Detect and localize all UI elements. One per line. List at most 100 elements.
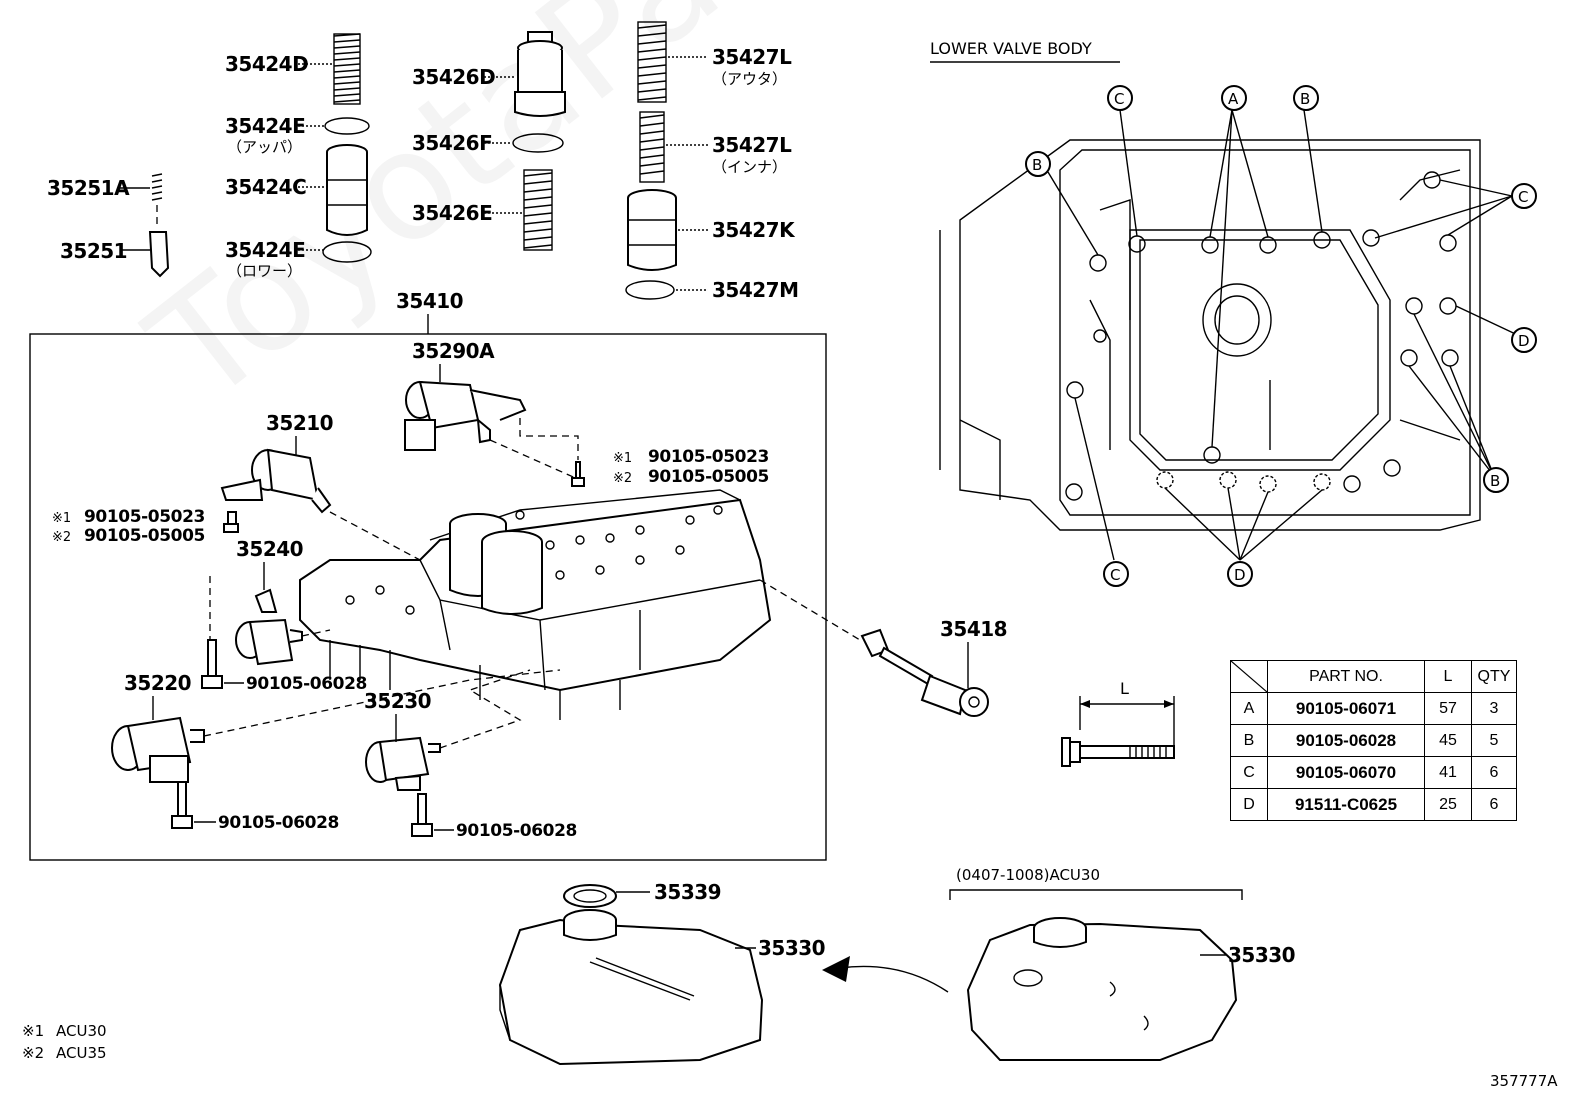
callout-C-bottom: C xyxy=(1103,561,1129,587)
svg-text:A: A xyxy=(1228,90,1239,108)
bolt-b1-number: 90105-05023 xyxy=(84,507,205,527)
drawing-number: 357777A xyxy=(1490,1072,1558,1090)
row-qty: 3 xyxy=(1471,692,1517,725)
callout-A-top: A xyxy=(1221,85,1247,111)
callout-B-left: B xyxy=(1025,151,1051,177)
replacement-arrow xyxy=(839,965,949,993)
bolt-c-number: 90105-06028 xyxy=(246,674,367,694)
solenoid-35210[interactable] xyxy=(220,448,332,514)
label-35251: 35251 xyxy=(60,239,127,263)
header-diagonal-cell xyxy=(1230,660,1268,693)
bolt-d[interactable] xyxy=(171,781,193,829)
spring-35427L-inner[interactable] xyxy=(639,111,665,183)
solenoid-35230[interactable] xyxy=(365,736,441,791)
label-35427L-inner: 35427L xyxy=(712,133,792,157)
label-35330-right: 35330 xyxy=(1228,943,1295,967)
label-35426E: 35426E xyxy=(412,201,492,225)
bolt-c[interactable] xyxy=(201,639,223,689)
label-35426D: 35426D xyxy=(412,65,495,89)
footnote-1-mark: ※1 xyxy=(22,1022,44,1040)
spring-35424D[interactable] xyxy=(333,33,361,105)
row-part-no[interactable]: 90105-06070 xyxy=(1267,756,1425,789)
o-ring-35427M[interactable] xyxy=(625,280,675,300)
table-row: D 91511-C0625 25 6 xyxy=(1230,788,1517,821)
row-key: C xyxy=(1230,756,1268,789)
bolt-a1-mark: ※1 xyxy=(613,451,632,466)
gasket-35339[interactable] xyxy=(563,884,617,908)
o-ring-35424E-upper[interactable] xyxy=(324,117,370,135)
lower-valve-body-illustration[interactable] xyxy=(939,139,1481,531)
row-length: 41 xyxy=(1424,756,1472,789)
label-35424E-upper: 35424E xyxy=(225,114,305,138)
label-35339: 35339 xyxy=(654,880,721,904)
header-part-no: PART NO. xyxy=(1267,660,1425,693)
callout-B-right-bottom: B xyxy=(1483,467,1509,493)
row-qty: 5 xyxy=(1471,724,1517,757)
plunger-35251[interactable] xyxy=(148,231,170,278)
row-length: 57 xyxy=(1424,692,1472,725)
row-part-no[interactable]: 90105-06071 xyxy=(1267,692,1425,725)
label-35210: 35210 xyxy=(266,411,333,435)
bolt-length-diagram: L xyxy=(1061,679,1175,767)
solenoid-35290A[interactable] xyxy=(404,380,527,451)
oil-strainer-35330-right[interactable] xyxy=(966,917,1238,1061)
row-qty: 6 xyxy=(1471,756,1517,789)
svg-text:B: B xyxy=(1032,156,1042,174)
oil-strainer-35330-left[interactable] xyxy=(498,909,764,1066)
variant-note: (0407-1008)ACU30 xyxy=(956,866,1100,884)
label-35424D: 35424D xyxy=(225,52,308,76)
bolt-a1-number: 90105-05023 xyxy=(648,447,769,467)
row-part-no[interactable]: 90105-06028 xyxy=(1267,724,1425,757)
valve-35426D[interactable] xyxy=(514,31,566,117)
bolt-b1-mark: ※1 xyxy=(52,511,71,526)
bolt-e[interactable] xyxy=(411,793,433,837)
spring-35251A[interactable] xyxy=(151,173,163,201)
svg-text:D: D xyxy=(1518,332,1530,350)
assembly-35410-box xyxy=(29,333,827,861)
note-35424E-upper: （アッパ） xyxy=(227,138,302,156)
table-row: B 90105-06028 45 5 xyxy=(1230,724,1517,757)
row-key: D xyxy=(1230,788,1268,821)
table-row: C 90105-06070 41 6 xyxy=(1230,756,1517,789)
header-length: L xyxy=(1424,660,1472,693)
table-header-row: PART NO. L QTY xyxy=(1230,660,1517,693)
label-35290A: 35290A xyxy=(412,339,495,363)
bolt-left-small[interactable] xyxy=(223,511,239,533)
spring-35426E[interactable] xyxy=(523,169,553,251)
svg-text:C: C xyxy=(1518,188,1528,206)
row-part-no[interactable]: 91511-C0625 xyxy=(1267,788,1425,821)
note-35424E-lower: （ロワー） xyxy=(227,262,302,280)
arrow-head xyxy=(822,956,850,982)
solenoid-35240[interactable] xyxy=(235,588,303,666)
footnote-2-text: ACU35 xyxy=(56,1044,107,1062)
label-35427K: 35427K xyxy=(712,218,796,242)
label-35424E-lower: 35424E xyxy=(225,238,305,262)
solenoid-35220[interactable] xyxy=(111,716,205,783)
header-qty: QTY xyxy=(1471,660,1517,693)
table-row: A 90105-06071 57 3 xyxy=(1230,692,1517,725)
bolt-a2-mark: ※2 xyxy=(613,471,632,486)
o-ring-35426F[interactable] xyxy=(512,133,564,153)
valve-body-assembly[interactable] xyxy=(299,489,772,720)
harness-35418[interactable] xyxy=(860,628,989,717)
callout-B-top: B xyxy=(1293,85,1319,111)
label-35426F: 35426F xyxy=(412,131,492,155)
label-35230: 35230 xyxy=(364,689,431,713)
sleeve-35427K[interactable] xyxy=(627,189,677,271)
callout-C-right: C xyxy=(1511,183,1537,209)
row-length: 25 xyxy=(1424,788,1472,821)
bolt-upper-right[interactable] xyxy=(571,461,585,487)
bolt-spec-table: PART NO. L QTY A 90105-06071 57 3 B 9010… xyxy=(1230,660,1517,821)
row-key: B xyxy=(1230,724,1268,757)
callout-D-bottom: D xyxy=(1227,561,1253,587)
spring-35427L-outer[interactable] xyxy=(637,21,667,103)
o-ring-35424E-lower[interactable] xyxy=(322,241,372,263)
svg-text:D: D xyxy=(1234,566,1246,584)
sleeve-35424C[interactable] xyxy=(326,144,368,236)
label-35418: 35418 xyxy=(940,617,1007,641)
bolt-d-number: 90105-06028 xyxy=(218,813,339,833)
label-35220: 35220 xyxy=(124,671,191,695)
section-title: LOWER VALVE BODY xyxy=(930,39,1092,58)
